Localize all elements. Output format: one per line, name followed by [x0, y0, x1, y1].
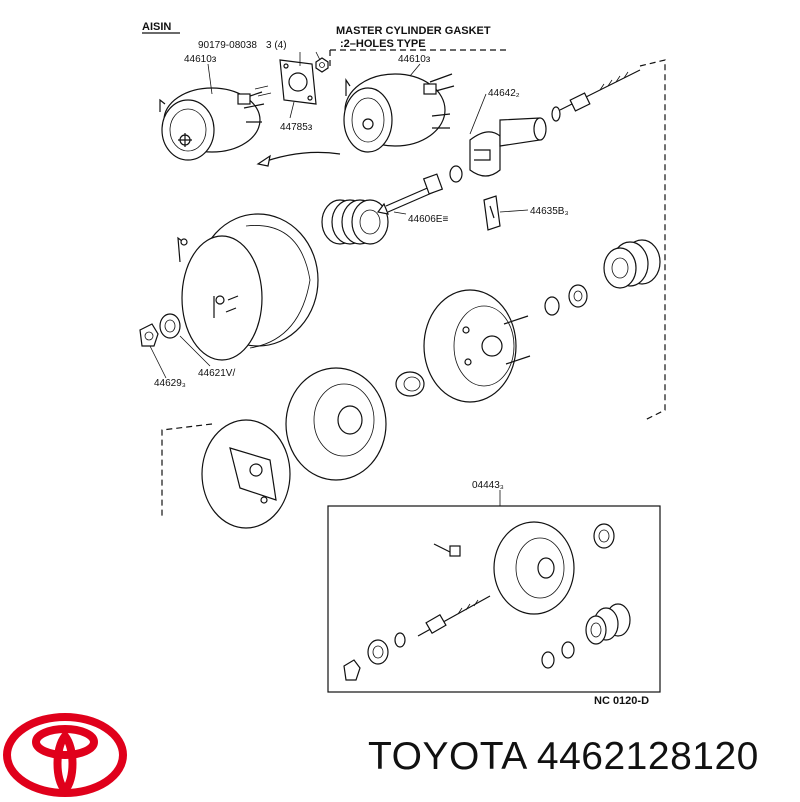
label-44785: 44785з — [280, 122, 313, 133]
bushing — [395, 371, 425, 397]
rear-shell — [423, 289, 531, 403]
seal-44621 — [159, 313, 181, 339]
brake-booster-small-left — [159, 85, 272, 161]
leader-lines — [149, 51, 529, 506]
ring-small — [449, 165, 463, 183]
repair-kit-box — [327, 505, 661, 693]
toyota-logo — [3, 713, 127, 797]
washers-right — [544, 284, 588, 316]
valve-rod-44606 — [376, 173, 444, 215]
brand-caption: TOYOTA 4462128120 — [368, 735, 759, 778]
part-44642 — [469, 117, 547, 177]
gasket-subtitle: :2–HOLES TYPE — [340, 38, 426, 50]
drawing-code: NC 0120-D — [594, 695, 649, 707]
group-dashed-outline — [329, 49, 510, 70]
diaphragm — [285, 367, 387, 481]
label-44621: 44621V/ — [198, 368, 235, 379]
boot-bellows — [603, 239, 661, 289]
label-44606: 44606E≡ — [408, 214, 448, 225]
label-44610-right: 44610з — [398, 54, 431, 65]
label-44635: 44635B₃ — [530, 206, 569, 217]
arrow-head — [256, 154, 271, 167]
label-44610-left: 44610з — [184, 54, 217, 65]
retainer-44629 — [139, 323, 159, 347]
gasket-44785 — [279, 59, 317, 105]
brake-booster-small-right — [343, 73, 455, 153]
nut-90179 — [315, 57, 329, 73]
right-dashed-bracket — [639, 59, 666, 421]
label-qty: 3 (4) — [266, 40, 287, 51]
label-04443: 04443₃ — [472, 480, 504, 491]
label-44642: 44642₂ — [488, 88, 520, 99]
transition-arrow — [257, 151, 341, 165]
pin-44635 — [483, 195, 501, 231]
push-rod-upper — [551, 69, 641, 122]
label-44629: 44629₃ — [154, 378, 186, 389]
front-shell-lower — [201, 419, 291, 529]
maker-label: AISIN — [142, 21, 171, 33]
gasket-title: MASTER CYLINDER GASKET — [336, 25, 491, 37]
brake-booster-main — [177, 213, 319, 361]
left-dashed-bracket — [161, 423, 213, 516]
label-90179: 90179-08038 — [198, 40, 257, 51]
return-spring — [321, 199, 389, 245]
